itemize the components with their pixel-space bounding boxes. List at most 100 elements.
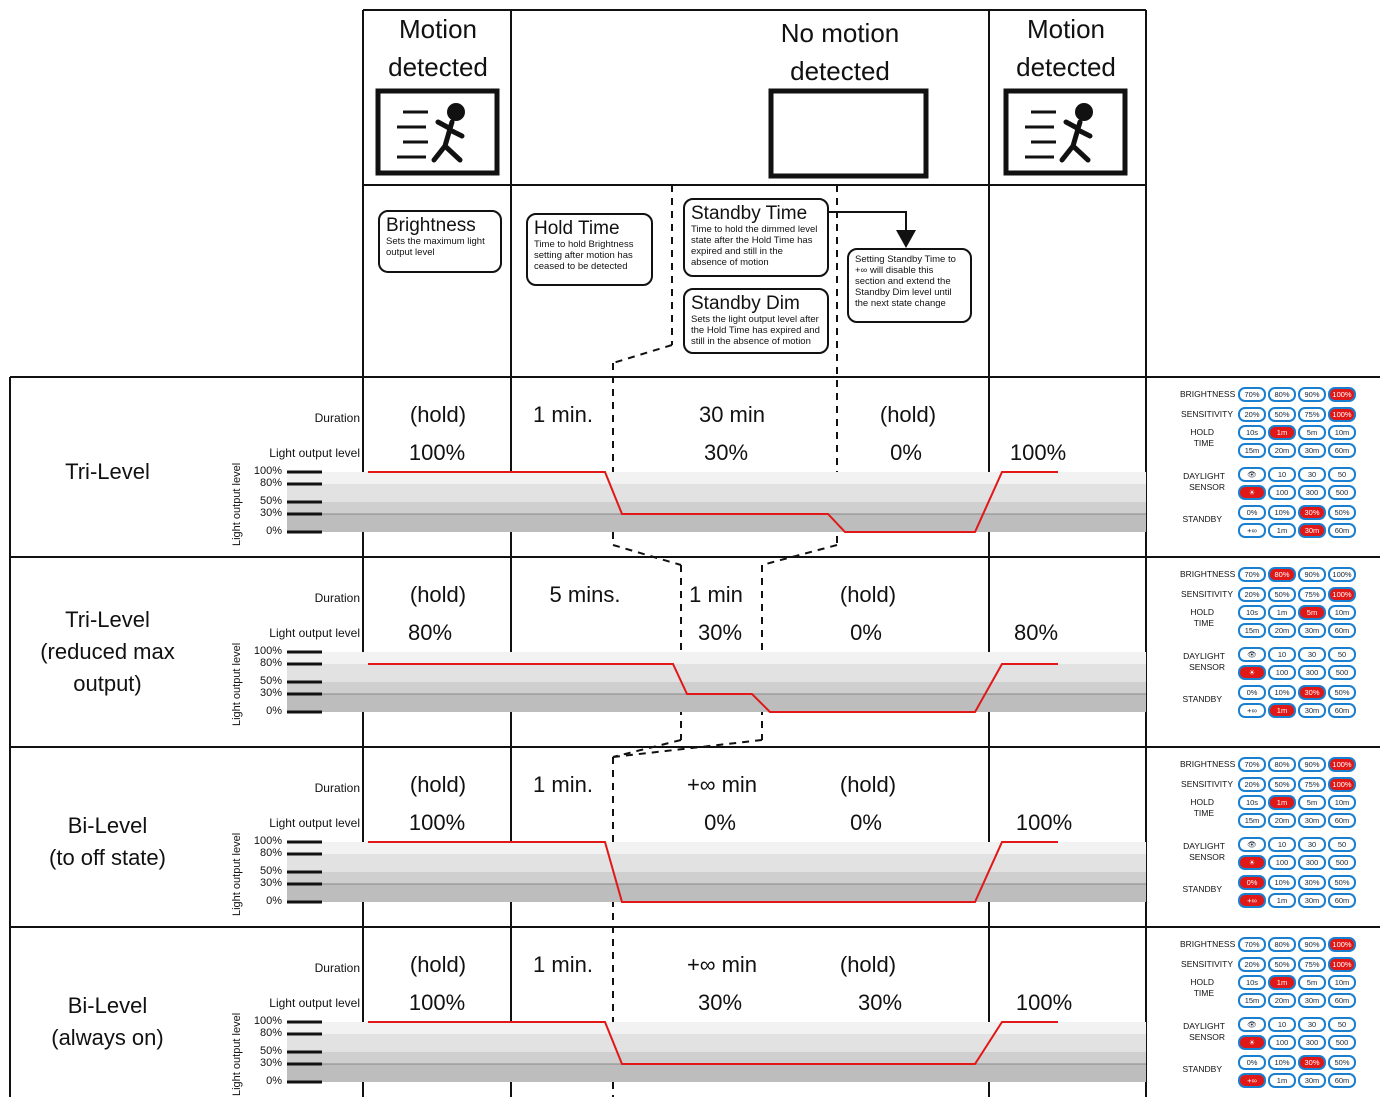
- setting-pill[interactable]: +∞: [1238, 1073, 1266, 1088]
- setting-pill[interactable]: 90%: [1298, 937, 1326, 952]
- setting-pill[interactable]: 30: [1298, 1017, 1326, 1032]
- setting-pill[interactable]: 90%: [1298, 387, 1326, 402]
- setting-pill[interactable]: 60m: [1328, 623, 1356, 638]
- setting-pill[interactable]: 1m: [1268, 795, 1296, 810]
- setting-pill[interactable]: 50%: [1328, 505, 1356, 520]
- setting-pill[interactable]: 10m: [1328, 795, 1356, 810]
- setting-pill[interactable]: 30m: [1298, 703, 1326, 718]
- setting-pill[interactable]: 80%: [1268, 567, 1296, 582]
- setting-pill[interactable]: 300: [1298, 1035, 1326, 1050]
- setting-pill[interactable]: 20%: [1238, 957, 1266, 972]
- setting-pill[interactable]: 0%: [1238, 685, 1266, 700]
- setting-pill[interactable]: 75%: [1298, 777, 1326, 792]
- setting-pill[interactable]: 80%: [1268, 937, 1296, 952]
- eye-icon[interactable]: 👁: [1238, 837, 1266, 852]
- setting-pill[interactable]: 50: [1328, 647, 1356, 662]
- setting-pill[interactable]: 1m: [1268, 605, 1296, 620]
- setting-pill[interactable]: 20m: [1268, 623, 1296, 638]
- setting-pill[interactable]: 90%: [1298, 757, 1326, 772]
- setting-pill[interactable]: 0%: [1238, 1055, 1266, 1070]
- setting-pill[interactable]: 1m: [1268, 523, 1296, 538]
- setting-pill[interactable]: 30m: [1298, 1073, 1326, 1088]
- setting-pill[interactable]: +∞: [1238, 523, 1266, 538]
- setting-pill[interactable]: 20m: [1268, 443, 1296, 458]
- setting-pill[interactable]: 20m: [1268, 993, 1296, 1008]
- setting-pill[interactable]: 80%: [1268, 757, 1296, 772]
- setting-pill[interactable]: 30%: [1298, 685, 1326, 700]
- setting-pill[interactable]: 10m: [1328, 605, 1356, 620]
- setting-pill[interactable]: 10s: [1238, 795, 1266, 810]
- setting-pill[interactable]: 50%: [1328, 875, 1356, 890]
- setting-pill[interactable]: 60m: [1328, 703, 1356, 718]
- setting-pill[interactable]: 50%: [1268, 587, 1296, 602]
- setting-pill[interactable]: 75%: [1298, 587, 1326, 602]
- setting-pill[interactable]: 60m: [1328, 1073, 1356, 1088]
- setting-pill[interactable]: 10%: [1268, 875, 1296, 890]
- setting-pill[interactable]: 80%: [1268, 387, 1296, 402]
- setting-pill[interactable]: 10%: [1268, 1055, 1296, 1070]
- sun-off-icon[interactable]: ☀: [1238, 665, 1266, 680]
- setting-pill[interactable]: 60m: [1328, 523, 1356, 538]
- setting-pill[interactable]: 1m: [1268, 975, 1296, 990]
- setting-pill[interactable]: 5m: [1298, 795, 1326, 810]
- setting-pill[interactable]: 15m: [1238, 623, 1266, 638]
- setting-pill[interactable]: 75%: [1298, 957, 1326, 972]
- sun-off-icon[interactable]: ☀: [1238, 485, 1266, 500]
- setting-pill[interactable]: 70%: [1238, 567, 1266, 582]
- setting-pill[interactable]: 20%: [1238, 587, 1266, 602]
- setting-pill[interactable]: 300: [1298, 485, 1326, 500]
- setting-pill[interactable]: 100: [1268, 485, 1296, 500]
- setting-pill[interactable]: 50%: [1328, 1055, 1356, 1070]
- setting-pill[interactable]: 100: [1268, 1035, 1296, 1050]
- setting-pill[interactable]: 20m: [1268, 813, 1296, 828]
- setting-pill[interactable]: 100%: [1328, 777, 1356, 792]
- setting-pill[interactable]: 100%: [1328, 587, 1356, 602]
- setting-pill[interactable]: 30m: [1298, 523, 1326, 538]
- sun-off-icon[interactable]: ☀: [1238, 855, 1266, 870]
- setting-pill[interactable]: 20%: [1238, 777, 1266, 792]
- setting-pill[interactable]: 0%: [1238, 505, 1266, 520]
- setting-pill[interactable]: 10s: [1238, 605, 1266, 620]
- setting-pill[interactable]: 1m: [1268, 893, 1296, 908]
- setting-pill[interactable]: 30%: [1298, 1055, 1326, 1070]
- setting-pill[interactable]: 50: [1328, 837, 1356, 852]
- setting-pill[interactable]: 10: [1268, 837, 1296, 852]
- setting-pill[interactable]: 300: [1298, 665, 1326, 680]
- setting-pill[interactable]: 30%: [1298, 505, 1326, 520]
- setting-pill[interactable]: 15m: [1238, 813, 1266, 828]
- setting-pill[interactable]: 10s: [1238, 975, 1266, 990]
- setting-pill[interactable]: 1m: [1268, 703, 1296, 718]
- setting-pill[interactable]: 10: [1268, 1017, 1296, 1032]
- setting-pill[interactable]: 60m: [1328, 443, 1356, 458]
- setting-pill[interactable]: 500: [1328, 665, 1356, 680]
- setting-pill[interactable]: 50%: [1268, 957, 1296, 972]
- setting-pill[interactable]: 5m: [1298, 605, 1326, 620]
- setting-pill[interactable]: 30m: [1298, 813, 1326, 828]
- setting-pill[interactable]: 100: [1268, 665, 1296, 680]
- setting-pill[interactable]: 30m: [1298, 623, 1326, 638]
- setting-pill[interactable]: 10s: [1238, 425, 1266, 440]
- setting-pill[interactable]: 50%: [1268, 777, 1296, 792]
- setting-pill[interactable]: 5m: [1298, 425, 1326, 440]
- setting-pill[interactable]: 0%: [1238, 875, 1266, 890]
- setting-pill[interactable]: 30: [1298, 837, 1326, 852]
- setting-pill[interactable]: 5m: [1298, 975, 1326, 990]
- setting-pill[interactable]: 70%: [1238, 387, 1266, 402]
- setting-pill[interactable]: 30m: [1298, 993, 1326, 1008]
- setting-pill[interactable]: 100%: [1328, 937, 1356, 952]
- setting-pill[interactable]: 50%: [1328, 685, 1356, 700]
- setting-pill[interactable]: 10m: [1328, 425, 1356, 440]
- setting-pill[interactable]: 100%: [1328, 407, 1356, 422]
- setting-pill[interactable]: 10%: [1268, 685, 1296, 700]
- setting-pill[interactable]: +∞: [1238, 893, 1266, 908]
- setting-pill[interactable]: +∞: [1238, 703, 1266, 718]
- setting-pill[interactable]: 500: [1328, 1035, 1356, 1050]
- eye-icon[interactable]: 👁: [1238, 1017, 1266, 1032]
- eye-icon[interactable]: 👁: [1238, 647, 1266, 662]
- setting-pill[interactable]: 15m: [1238, 443, 1266, 458]
- setting-pill[interactable]: 50: [1328, 1017, 1356, 1032]
- setting-pill[interactable]: 30m: [1298, 443, 1326, 458]
- setting-pill[interactable]: 500: [1328, 855, 1356, 870]
- setting-pill[interactable]: 300: [1298, 855, 1326, 870]
- setting-pill[interactable]: 90%: [1298, 567, 1326, 582]
